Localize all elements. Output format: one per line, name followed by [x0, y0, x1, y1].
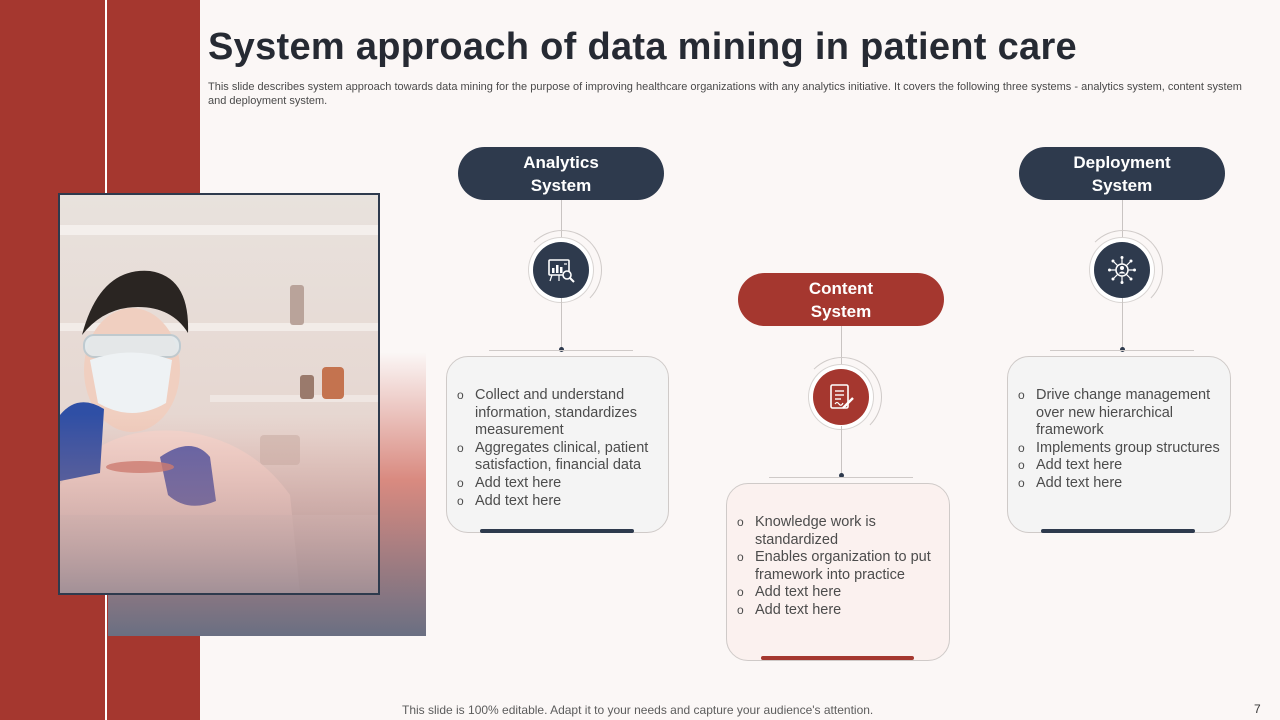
- divider-line: [489, 350, 633, 351]
- analytics-system-card: Collect and understand information, stan…: [446, 356, 669, 533]
- divider-line: [769, 477, 913, 478]
- connector-line: [1122, 200, 1123, 242]
- connector-line: [561, 298, 562, 348]
- list-item: Collect and understand information, stan…: [457, 387, 658, 440]
- icon-ring-arc: [802, 357, 882, 437]
- connector-line: [561, 200, 562, 242]
- list-item: Aggregates clinical, patient satisfactio…: [457, 440, 658, 475]
- content-system-label: Content System: [808, 278, 874, 321]
- connector-dot: [839, 473, 844, 478]
- analytics-system-label: Analytics System: [523, 152, 599, 195]
- list-item: Add text here: [737, 602, 939, 620]
- connector-line: [1122, 298, 1123, 348]
- page-subtitle: This slide describes system approach tow…: [208, 81, 1242, 107]
- icon-ring-arc: [1083, 230, 1163, 310]
- deployment-system-pill: Deployment System: [1019, 147, 1225, 200]
- connector-dot: [559, 347, 564, 352]
- connector-line: [841, 426, 842, 475]
- divider-line: [1050, 350, 1194, 351]
- lab-researcher-photo: [58, 193, 380, 595]
- network-user-icon: [1094, 242, 1150, 298]
- deployment-system-card: Drive change management over new hierarc…: [1007, 356, 1231, 533]
- page-title: System approach of data mining in patien…: [208, 26, 1077, 68]
- list-item: Knowledge work is standardized: [737, 514, 939, 549]
- deployment-system-label: Deployment System: [1073, 152, 1171, 195]
- list-item: Implements group structures: [1018, 440, 1220, 458]
- card-underline: [1041, 529, 1195, 533]
- list-item: Add text here: [457, 493, 658, 511]
- analytics-chart-icon: [533, 242, 589, 298]
- card-underline: [480, 529, 634, 533]
- document-edit-icon: [813, 369, 869, 425]
- page-number: 7: [1254, 702, 1261, 716]
- list-item: Add text here: [457, 475, 658, 493]
- connector-line: [841, 326, 842, 368]
- list-item: Add text here: [1018, 457, 1220, 475]
- card-underline: [761, 656, 914, 660]
- list-item: Add text here: [1018, 475, 1220, 493]
- content-system-pill: Content System: [738, 273, 944, 326]
- list-item: Drive change management over new hierarc…: [1018, 387, 1220, 440]
- list-item: Enables organization to put framework in…: [737, 549, 939, 584]
- icon-ring-arc: [522, 230, 602, 310]
- content-system-card: Knowledge work is standardized Enables o…: [726, 483, 950, 661]
- footer-note: This slide is 100% editable. Adapt it to…: [402, 703, 874, 717]
- list-item: Add text here: [737, 584, 939, 602]
- connector-dot: [1120, 347, 1125, 352]
- analytics-system-pill: Analytics System: [458, 147, 664, 200]
